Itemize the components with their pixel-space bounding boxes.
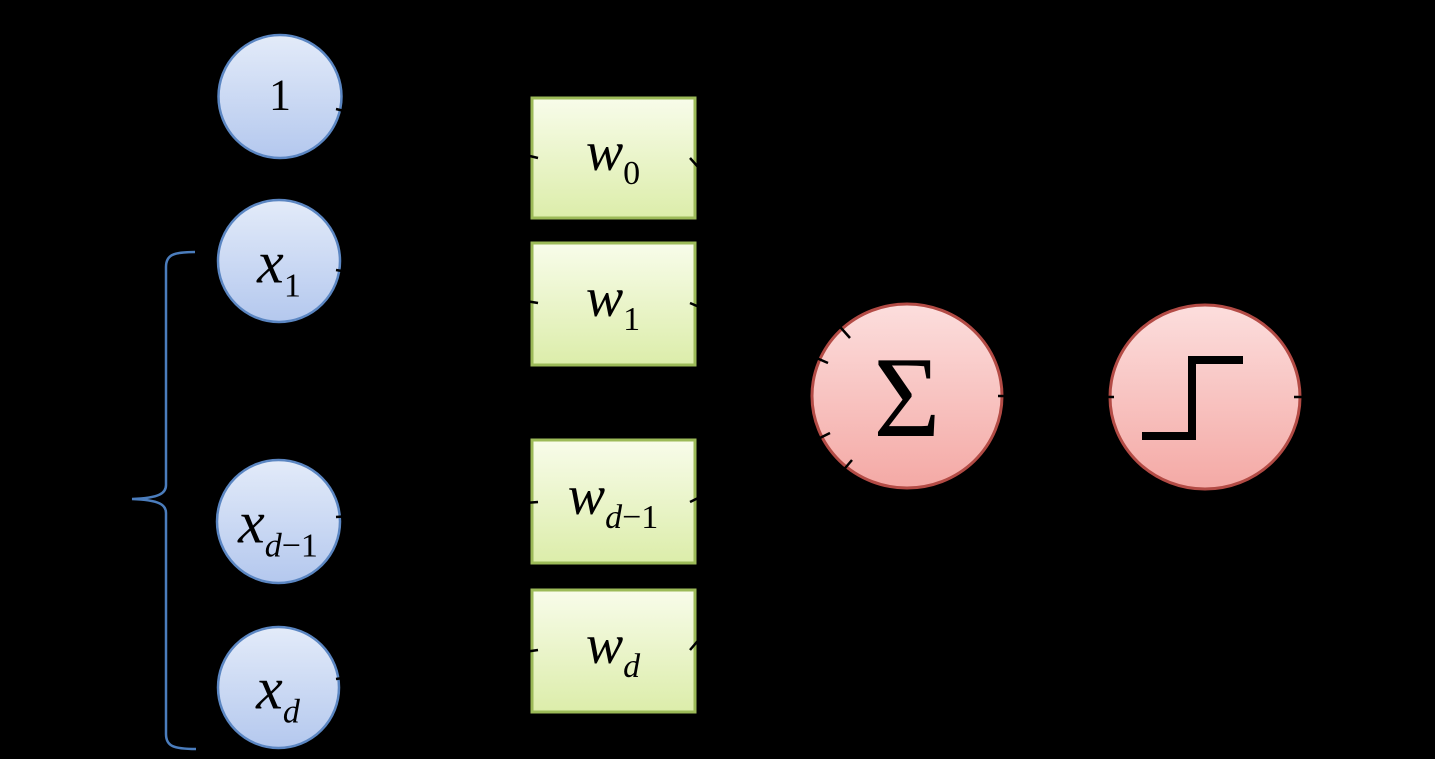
connector-x1-w1 — [335, 268, 539, 305]
bias-value: 1 — [269, 70, 291, 120]
input-node-xd-circle — [216, 625, 341, 750]
connector-lines — [335, 107, 1425, 681]
weight-box-w1-label: w1 — [585, 266, 641, 338]
sum-node-label: Σ — [874, 332, 941, 464]
input-node-xd1-circle — [215, 458, 342, 585]
connector-wd1-sum — [689, 431, 831, 504]
weight-box-w0 — [530, 96, 697, 220]
connector-xd-wd — [335, 648, 539, 681]
weight-box-wd1 — [530, 438, 697, 565]
weight-box-wd-label: wd — [585, 613, 641, 685]
connector-wd-sum — [689, 459, 853, 651]
sigma-symbol: Σ — [873, 333, 941, 461]
step-function-icon — [1142, 356, 1243, 440]
input-node-x1-label: x1 — [257, 229, 301, 305]
input-node-x1-circle — [216, 198, 342, 324]
weight-box-w0-label: w0 — [585, 120, 641, 192]
connector-w1-sum — [689, 301, 829, 365]
input-node-xd1-label: xd−1 — [238, 489, 318, 565]
weight-box-wd — [530, 588, 697, 714]
input-node-bias-label: 1 — [269, 71, 291, 122]
weight-box-w1 — [530, 241, 697, 367]
connector-bias-w0 — [335, 107, 539, 160]
activation-node-circle — [1108, 303, 1302, 491]
weight-box-wd1-label: wd−1 — [567, 464, 659, 536]
input-node-xd-label: xd — [256, 655, 300, 731]
input-group-brace — [131, 250, 197, 751]
connector-w0-sum — [689, 157, 851, 339]
input-node-bias-circle — [217, 33, 343, 160]
connector-sum-activation — [997, 394, 1115, 399]
connector-xd1-wd1 — [335, 500, 539, 519]
